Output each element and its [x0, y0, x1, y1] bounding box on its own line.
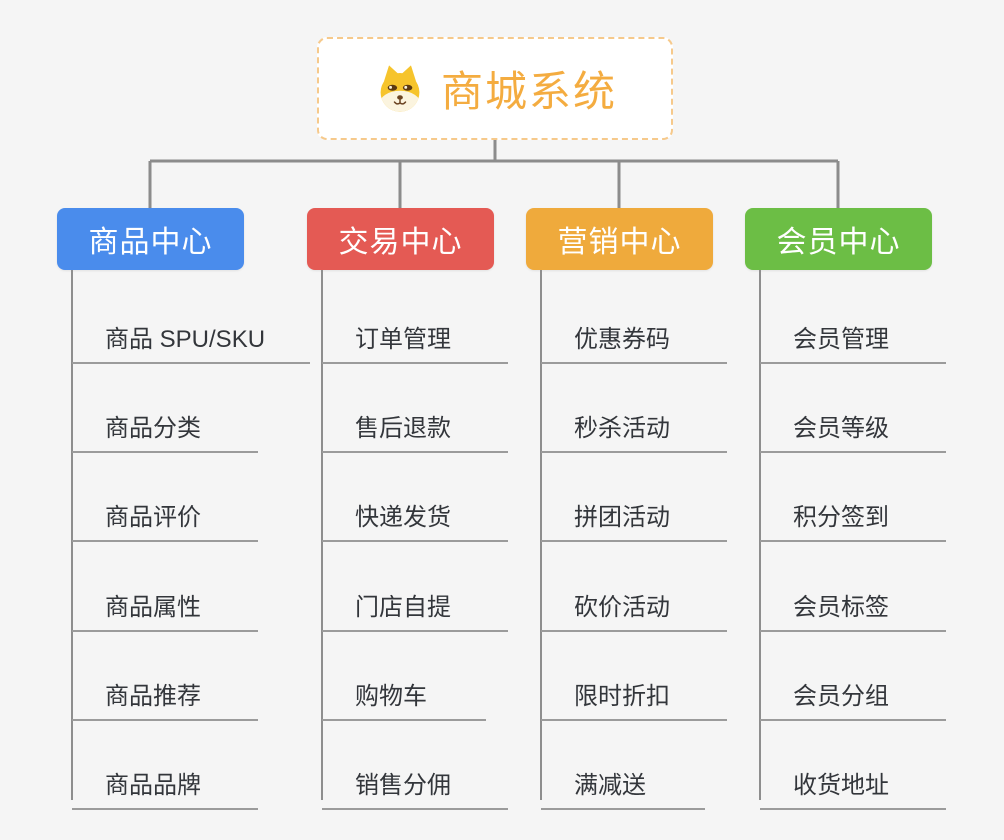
sub-node[interactable]: 会员标签	[760, 566, 946, 632]
branch-trunk-line	[71, 270, 73, 800]
sub-node[interactable]: 砍价活动	[541, 566, 727, 632]
sub-node[interactable]: 商品 SPU/SKU	[72, 298, 310, 364]
sub-node[interactable]: 购物车	[322, 655, 486, 721]
sub-node[interactable]: 订单管理	[322, 298, 508, 364]
branch-node-trade-center[interactable]: 交易中心	[307, 208, 494, 270]
sub-node[interactable]: 商品属性	[72, 566, 258, 632]
sub-node[interactable]: 会员分组	[760, 655, 946, 721]
sub-node[interactable]: 收货地址	[760, 744, 946, 810]
sub-node[interactable]: 优惠券码	[541, 298, 727, 364]
sub-node[interactable]: 会员管理	[760, 298, 946, 364]
branch-trunk-line	[540, 270, 542, 800]
branch-trunk-line	[321, 270, 323, 800]
sub-node[interactable]: 秒杀活动	[541, 387, 727, 453]
sub-node[interactable]: 会员等级	[760, 387, 946, 453]
shiba-dog-icon	[373, 62, 427, 116]
branch-trunk-line	[759, 270, 761, 800]
sub-node[interactable]: 限时折扣	[541, 655, 727, 721]
sub-node[interactable]: 快递发货	[322, 476, 508, 542]
sub-node[interactable]: 销售分佣	[322, 744, 508, 810]
sub-node[interactable]: 拼团活动	[541, 476, 727, 542]
sub-node[interactable]: 售后退款	[322, 387, 508, 453]
sub-node[interactable]: 商品评价	[72, 476, 258, 542]
sub-node[interactable]: 积分签到	[760, 476, 946, 542]
root-node[interactable]: 商城系统	[317, 37, 673, 140]
branch-node-product-center[interactable]: 商品中心	[57, 208, 244, 270]
branch-node-marketing-center[interactable]: 营销中心	[526, 208, 713, 270]
sub-node[interactable]: 商品品牌	[72, 744, 258, 810]
sub-node[interactable]: 商品推荐	[72, 655, 258, 721]
sub-node[interactable]: 满减送	[541, 744, 705, 810]
root-title: 商城系统	[440, 68, 617, 115]
sub-node[interactable]: 商品分类	[72, 387, 258, 453]
sub-node[interactable]: 门店自提	[322, 566, 508, 632]
branch-node-member-center[interactable]: 会员中心	[745, 208, 932, 270]
